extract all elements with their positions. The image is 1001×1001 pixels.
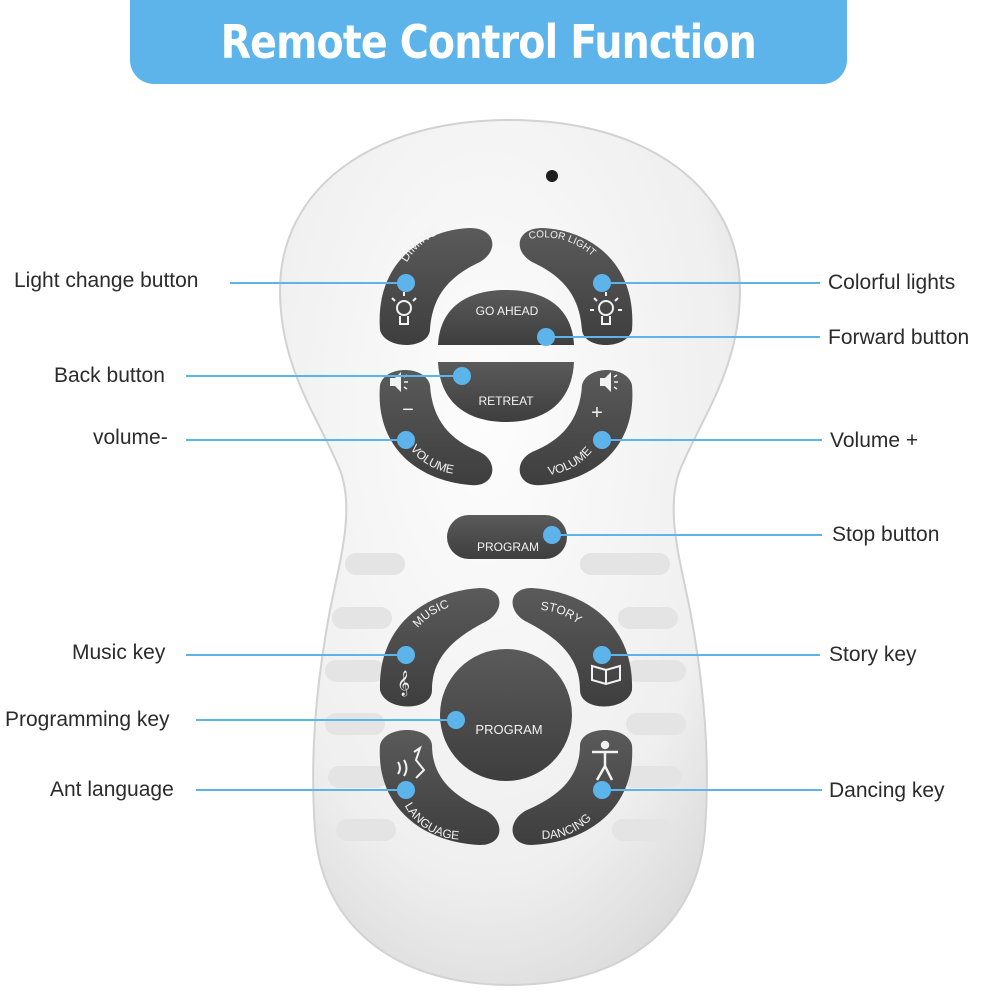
callout-dots [397,274,611,799]
callout-ant-language: Ant language [50,778,174,801]
program-small-key-label: PROGRAM [477,540,539,554]
callout-light-change: Light change button [14,269,199,292]
callout-dancing: Dancing key [829,779,945,802]
mic-hole [546,170,558,182]
banner-title: Remote Control Function [220,15,757,69]
bulb-icon [391,292,417,325]
retreat-key[interactable] [438,362,574,422]
language-key[interactable] [379,730,500,845]
program-small-key[interactable] [447,515,567,559]
title-banner: Remote Control Function [130,0,847,84]
callout-story: Story key [829,643,917,666]
voice-icon [397,745,426,779]
volume-up-key[interactable] [519,370,633,486]
callout-volume-minus: volume- [93,426,168,449]
retreat-key-label: RETREAT [478,394,534,408]
program-big-key-label: PROGRAM [475,722,542,737]
dancer-icon [592,740,618,781]
story-key[interactable] [512,588,633,707]
book-icon [591,664,621,686]
callout-colorful-lights: Colorful lights [828,271,956,294]
plus-sign: + [591,402,603,424]
callout-back: Back button [54,364,165,387]
dimming-key[interactable] [379,228,493,345]
dancing-key[interactable] [512,730,633,845]
callout-volume-plus: Volume + [830,429,919,452]
minus-sign: − [402,399,414,421]
callout-music: Music key [72,641,166,664]
grip-slots [325,553,686,841]
bulb-color-icon [590,292,622,325]
callout-stop: Stop button [832,523,940,546]
program-big-key[interactable] [440,649,572,781]
callout-lines [186,282,822,791]
volume-down-key[interactable] [379,370,493,486]
callout-forward: Forward button [828,326,970,349]
speaker-right-icon [600,372,618,392]
music-key[interactable] [379,588,500,707]
go-ahead-key-label: GO AHEAD [476,304,539,318]
treble-clef-icon: 𝄞 [397,670,410,696]
callout-programming: Programming key [5,708,170,731]
svg-text:𝄞: 𝄞 [397,670,410,696]
